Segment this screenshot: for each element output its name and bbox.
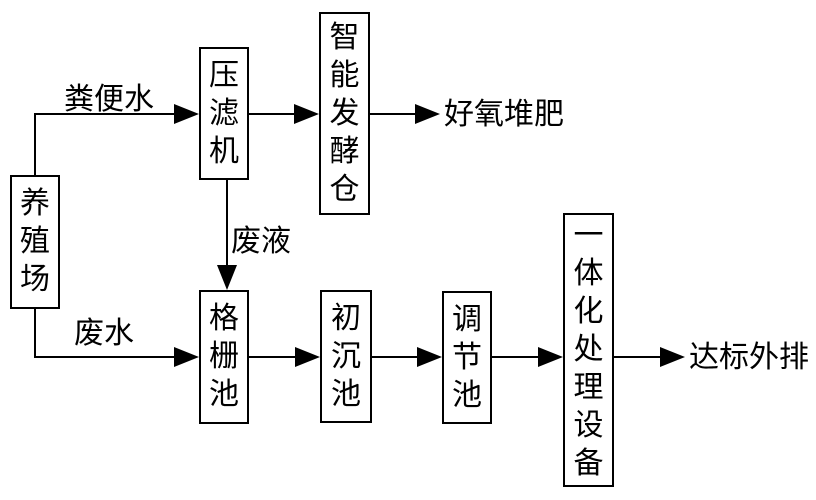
- arrowhead-to-integrated-equipment: [538, 347, 563, 367]
- node-primary-sedimentation-pool: 初沉池: [320, 290, 372, 423]
- arrowhead-to-standard-discharge: [660, 347, 685, 367]
- node-fermentation-chamber: 智能发酵仓: [319, 12, 370, 215]
- line-fermentation-to-compost: [370, 113, 416, 115]
- node-grid-pool: 格栅池: [199, 290, 249, 424]
- arrowhead-to-fermentation-chamber: [294, 104, 319, 124]
- line-farm-down: [34, 309, 36, 358]
- node-regulating-pool: 调节池: [442, 291, 492, 424]
- label-wastewater: 废水: [74, 317, 134, 350]
- arrowhead-to-grid-pool: [174, 347, 199, 367]
- arrowhead-to-sedimentation-pool: [295, 347, 320, 367]
- label-manure-water: 粪便水: [64, 83, 154, 116]
- label-waste-liquid: 废液: [231, 225, 291, 258]
- arrowhead-down-to-grid-pool: [217, 265, 237, 290]
- line-farm-up: [34, 114, 36, 177]
- line-regulating-to-integrated: [492, 356, 539, 358]
- node-farm: 养殖场: [10, 175, 60, 309]
- node-integrated-treatment-equipment: 一体化处理设备: [563, 213, 614, 487]
- line-integrated-to-discharge: [614, 356, 661, 358]
- output-aerobic-composting: 好氧堆肥: [444, 98, 564, 131]
- output-standard-discharge: 达标外排: [689, 341, 809, 374]
- line-wastewater: [34, 356, 175, 358]
- line-sedimentation-to-regulating: [372, 356, 418, 358]
- line-manure-water: [34, 113, 175, 115]
- node-filter-press: 压滤机: [199, 47, 249, 180]
- line-press-to-fermentation: [249, 113, 295, 115]
- line-waste-liquid: [226, 180, 228, 266]
- arrowhead-to-aerobic-composting: [415, 104, 440, 124]
- line-grid-to-sedimentation: [249, 356, 296, 358]
- arrowhead-to-regulating-pool: [417, 347, 442, 367]
- arrowhead-to-filter-press: [174, 104, 199, 124]
